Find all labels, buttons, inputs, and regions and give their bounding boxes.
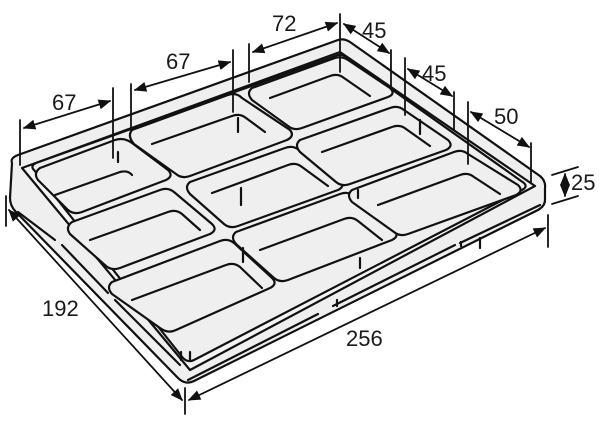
dim-label-right-1: 45 [362, 18, 387, 43]
dim-line-right-1 [342, 23, 391, 54]
dim-label-back-3: 72 [272, 11, 297, 36]
dim-label-depth: 192 [42, 296, 79, 321]
cell-front-right [347, 149, 522, 237]
dim-label-right-3: 50 [494, 104, 519, 129]
dim-label-width: 256 [346, 326, 383, 351]
dim-line-back-1 [22, 99, 112, 130]
dim-line-depth [8, 209, 183, 401]
cell-mid-right [295, 105, 452, 187]
dim-label-back-2: 67 [166, 49, 191, 74]
dim-label-right-2: 45 [422, 61, 447, 86]
cell-back-left [34, 137, 172, 215]
dim-line-right-3 [469, 111, 531, 148]
dim-label-back-1: 67 [52, 90, 77, 115]
dim-label-height: 25 [571, 170, 596, 195]
dim-line-right-2 [406, 68, 454, 97]
dim-line-back-3 [251, 21, 339, 54]
cell-back-right [247, 56, 394, 131]
dim-line-width [187, 227, 547, 401]
dim-line-back-2 [133, 60, 232, 92]
cell-back-mid [128, 92, 294, 179]
